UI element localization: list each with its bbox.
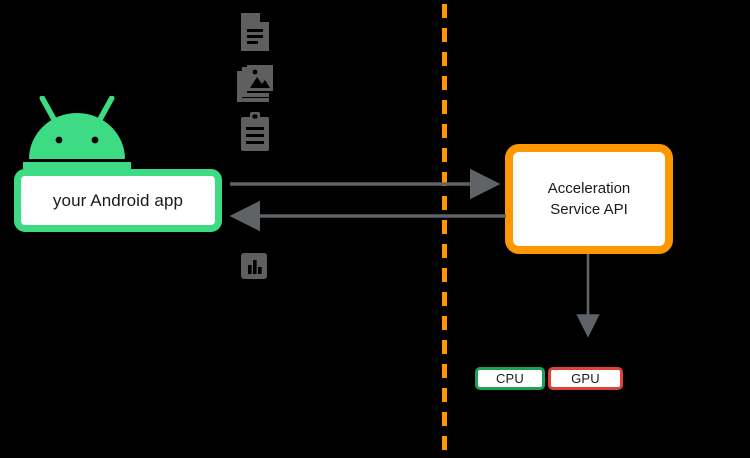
bar-chart-icon: [240, 252, 268, 280]
acceleration-service-api-box[interactable]: Acceleration Service API: [505, 144, 673, 254]
android-app-label: your Android app: [52, 190, 184, 210]
process-boundary-divider: [442, 4, 447, 454]
gpu-target-chip[interactable]: GPU: [548, 367, 623, 390]
cpu-label: CPU: [495, 371, 525, 386]
gpu-label: GPU: [571, 371, 600, 386]
photos-icon: [236, 62, 273, 102]
service-api-label-line1: Acceleration: [547, 180, 631, 197]
clipboard-icon: [238, 112, 272, 152]
cpu-target-chip[interactable]: CPU: [475, 367, 545, 390]
android-robot-icon: [23, 95, 151, 170]
service-api-label-line2: Service API: [550, 201, 628, 218]
document-icon: [238, 12, 272, 52]
android-app-box[interactable]: your Android app: [14, 169, 222, 232]
